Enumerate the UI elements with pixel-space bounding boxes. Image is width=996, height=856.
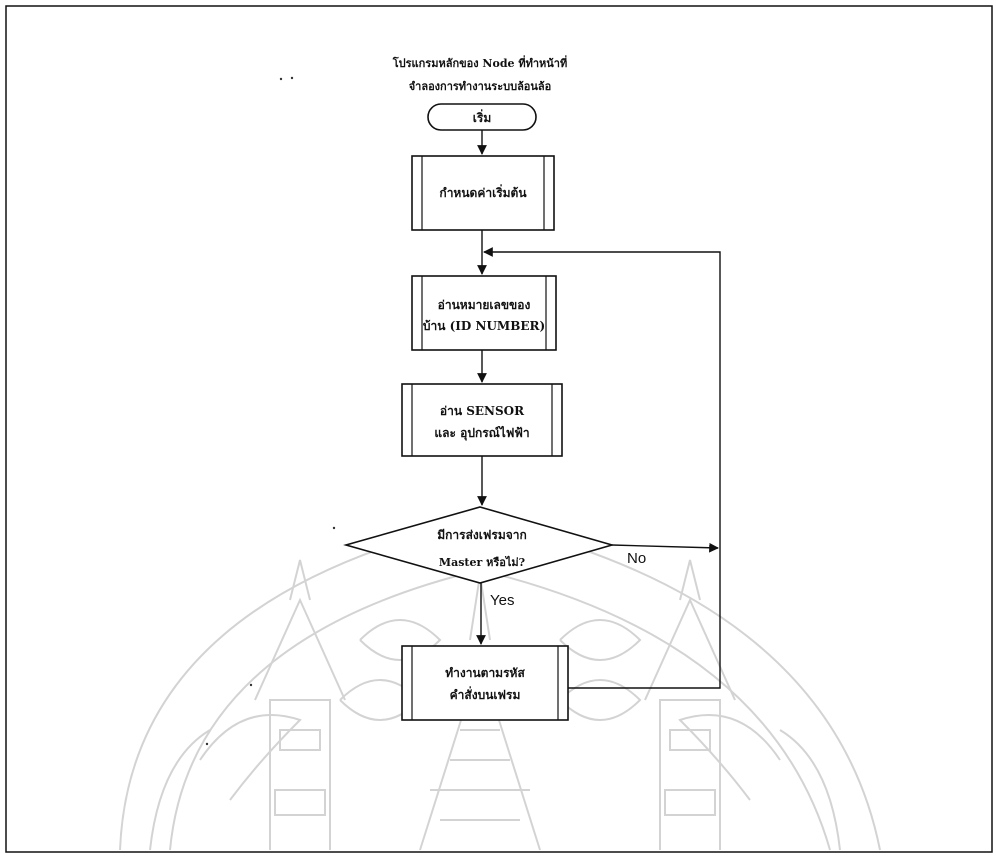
title-line-1: โปรแกรมหลักของ Node ที่ทำหน้าที่ (392, 55, 567, 70)
start-label: เริ่ม (473, 109, 491, 125)
page-border (5, 5, 993, 853)
scan-speck (279, 77, 283, 81)
read-sensor-label-1: อ่าน SENSOR (440, 404, 525, 418)
yes-label: Yes (490, 592, 514, 609)
no-label: No (627, 550, 646, 567)
title-line-2: จำลองการทำงานระบบล้อนล้อ (409, 80, 552, 93)
execute-label-1: ทำงานตามรหัส (445, 666, 525, 680)
execute-label-2: คำสั่งบนเฟรม (450, 686, 521, 702)
scan-speck (332, 526, 336, 530)
read-id-label-2: บ้าน (ID NUMBER) (423, 319, 545, 333)
decision-diamond (343, 506, 615, 584)
arrow-no-branch (611, 542, 719, 553)
read-id-process (411, 275, 557, 351)
watermark-seal (119, 518, 881, 851)
read-id-label-1: อ่านหมายเลขของ (438, 298, 531, 312)
decision-label-2: Master หรือไม่? (439, 555, 525, 569)
init-process (411, 155, 555, 231)
scan-speck (290, 76, 294, 80)
decision-label-1: มีการส่งเฟรมจาก (437, 528, 527, 542)
execute-process (401, 645, 569, 721)
read-sensor-process (401, 383, 563, 457)
loop-return-line (483, 247, 721, 548)
execute-return-line (568, 548, 721, 689)
scan-speck (249, 683, 253, 687)
read-sensor-label-2: และ อุปกรณ์ไฟฟ้า (434, 425, 529, 441)
scan-speck (205, 742, 209, 746)
init-label: กำหนดค่าเริ่มต้น (439, 184, 527, 200)
